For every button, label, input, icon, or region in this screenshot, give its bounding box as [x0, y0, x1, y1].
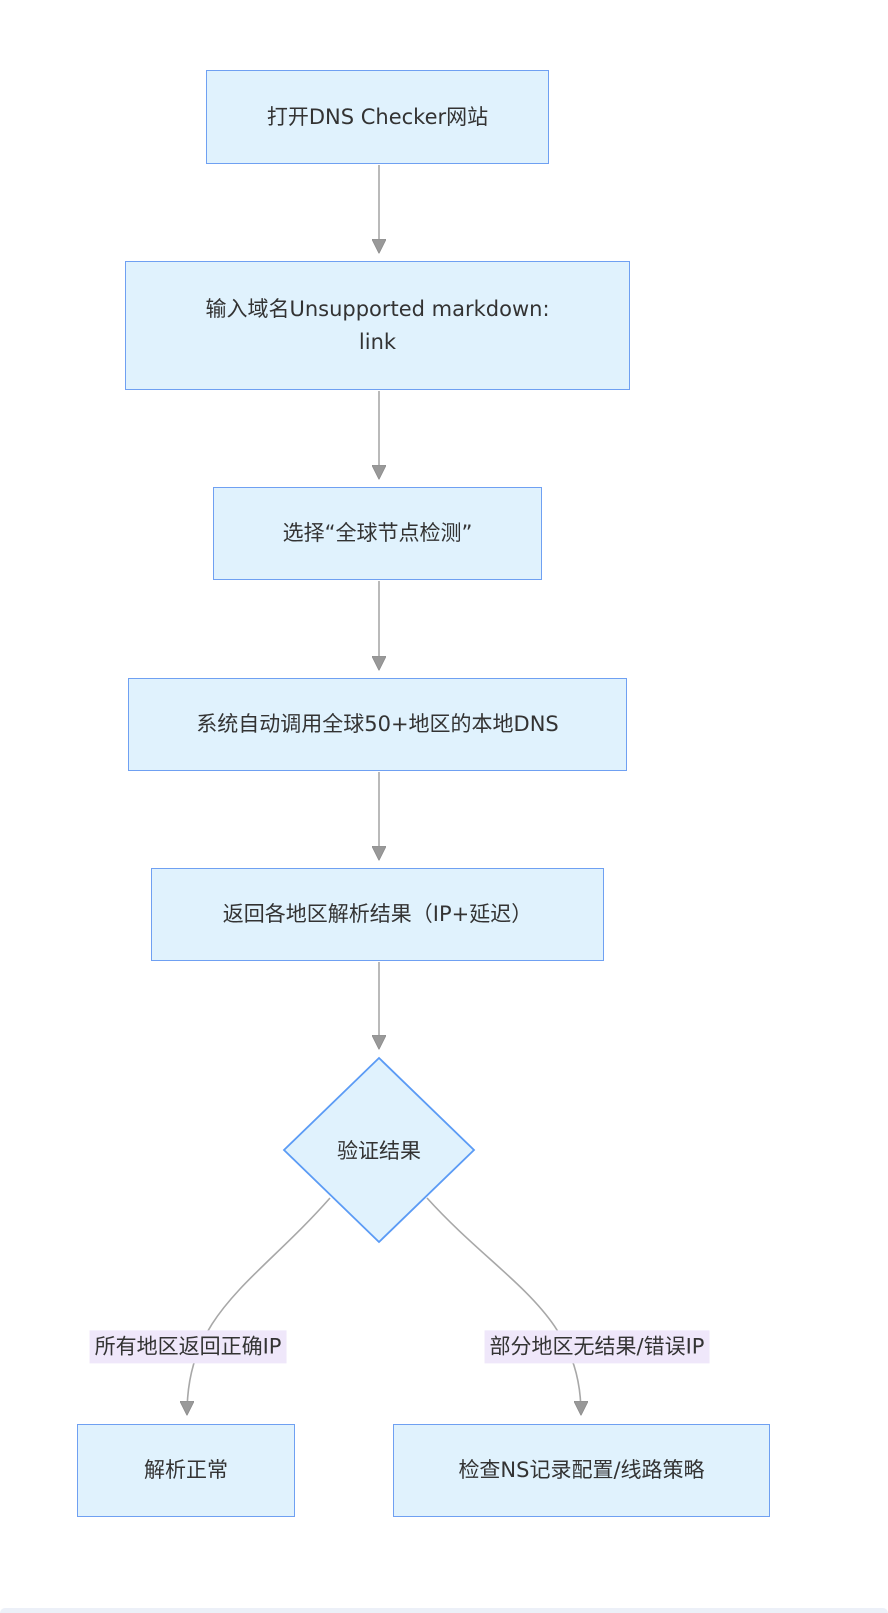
node-system-calls-local-dns: 系统自动调用全球50+地区的本地DNS: [128, 678, 627, 771]
node-enter-domain: 输入域名Unsupported markdown: link: [125, 261, 630, 390]
edge-label-all-regions-correct-ip: 所有地区返回正确IP: [89, 1330, 287, 1364]
edge-f-g: [187, 1197, 331, 1414]
edge-f-h: [426, 1197, 581, 1414]
node-resolution-normal: 解析正常: [77, 1424, 295, 1517]
node-label: 系统自动调用全球50+地区的本地DNS: [196, 712, 559, 737]
node-return-results: 返回各地区解析结果（IP+延迟）: [151, 868, 604, 961]
edge-label-partial-regions-wrong-ip: 部分地区无结果/错误IP: [484, 1330, 710, 1364]
bottom-panel-edge: [0, 1608, 888, 1613]
node-open-dns-checker: 打开DNS Checker网站: [206, 70, 549, 164]
node-check-ns-records: 检查NS记录配置/线路策略: [393, 1424, 770, 1517]
node-select-global-detection: 选择“全球节点检测”: [213, 487, 542, 580]
node-label: 验证结果: [337, 1139, 421, 1163]
node-label: 打开DNS Checker网站: [266, 104, 489, 129]
decision-diamond-shape: [282, 1056, 476, 1244]
node-label: 检查NS记录配置/线路策略: [458, 1458, 705, 1483]
node-label: 解析正常: [144, 1458, 228, 1483]
node-label: 选择“全球节点检测”: [282, 521, 473, 546]
node-verify-result: 验证结果: [299, 1128, 459, 1172]
node-label: 输入域名Unsupported markdown: link: [205, 296, 550, 354]
node-label: 返回各地区解析结果（IP+延迟）: [222, 902, 533, 927]
